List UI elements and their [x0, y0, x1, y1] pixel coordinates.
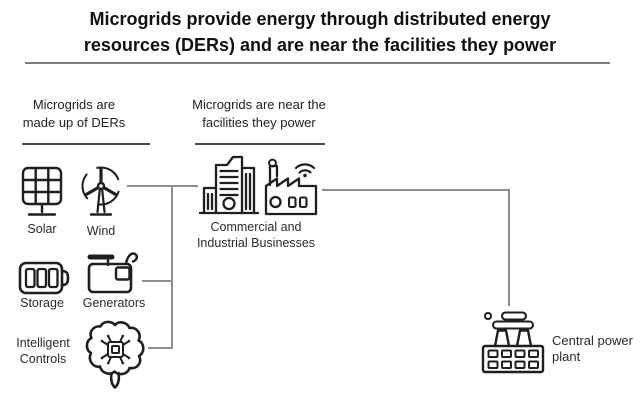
connector-ders-vertical: [171, 185, 173, 349]
commercial-building-icon: [198, 155, 260, 215]
connector-plant-vertical: [508, 189, 510, 306]
connector-wind-to-buildings: [127, 185, 198, 187]
factory-icon: [264, 158, 318, 216]
connector-generators: [142, 280, 172, 282]
connector-buildings-to-plant: [322, 189, 509, 191]
facilities-section-heading: Microgrids are near the facilities they …: [192, 97, 326, 130]
diagram-title: Microgrids provide energy through distri…: [83, 9, 557, 56]
wind-label: Wind: [86, 224, 116, 238]
title-divider: [25, 62, 610, 64]
power-plant-icon: [481, 311, 545, 374]
ders-heading-underline: [22, 143, 150, 145]
battery-icon: [18, 261, 70, 295]
central-power-plant-label: Central power plant: [552, 333, 633, 365]
brain-chip-icon: [85, 320, 145, 389]
solar-panel-icon: [21, 166, 63, 216]
ders-section-heading: Microgrids are made up of DERs: [22, 97, 126, 130]
wind-turbine-icon: [81, 166, 121, 216]
generators-label: Generators: [82, 296, 146, 310]
generator-icon: [87, 252, 139, 294]
facilities-heading-underline: [195, 143, 325, 145]
storage-label: Storage: [20, 296, 64, 310]
connector-controls: [148, 347, 172, 349]
intelligent-controls-label: Intelligent Controls: [16, 336, 70, 366]
commercial-industrial-label: Commercial and Industrial Businesses: [196, 220, 316, 250]
solar-label: Solar: [27, 222, 57, 236]
